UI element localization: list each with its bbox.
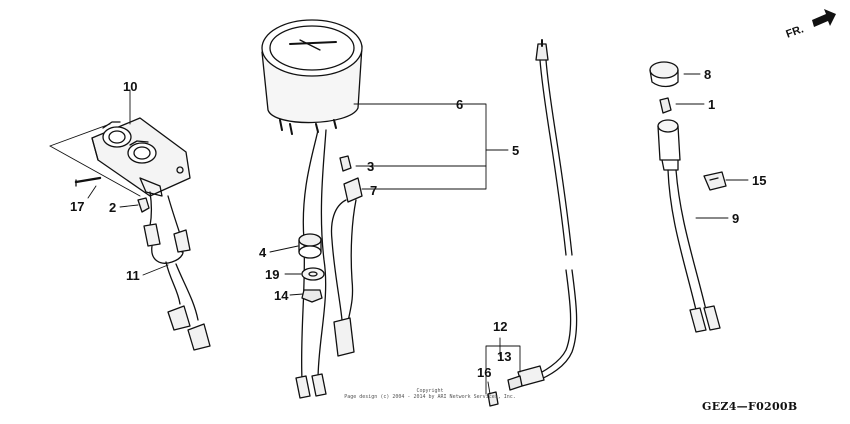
copyright-line-1: Copyright xyxy=(416,388,444,394)
copyright-notice: Copyright Page design (c) 2004 - 2014 by… xyxy=(330,388,530,400)
callout-8: 8 xyxy=(704,67,712,82)
callout-3: 3 xyxy=(367,159,375,174)
bulb-part-1 xyxy=(659,97,672,114)
clip-part-16 xyxy=(487,391,499,407)
callout-10: 10 xyxy=(123,79,138,94)
pilot-lamp-socket-harness xyxy=(657,119,721,333)
nut-part-14 xyxy=(301,289,323,303)
callout-17: 17 xyxy=(70,199,85,214)
callout-12: 12 xyxy=(493,319,508,334)
callout-14: 14 xyxy=(274,288,289,303)
pilot-lamp-cap xyxy=(649,61,679,88)
clamp-part-15 xyxy=(703,171,727,191)
callout-5: 5 xyxy=(512,143,520,158)
bulb-part-3 xyxy=(339,155,352,172)
speedometer-gauge xyxy=(261,19,363,135)
callout-16: 16 xyxy=(477,365,492,380)
screw-part xyxy=(74,176,102,187)
meter-harness-wires xyxy=(295,129,363,399)
callout-13: 13 xyxy=(497,349,512,364)
bulb-part-2 xyxy=(137,197,150,213)
front-arrow-icon xyxy=(812,9,836,27)
indicator-bracket-assembly xyxy=(91,117,191,197)
figure-code: GEZ4—F0200B xyxy=(702,400,798,413)
washer-part-19 xyxy=(301,267,325,281)
callout-6: 6 xyxy=(456,97,464,112)
indicator-sub-harness xyxy=(143,191,211,351)
leader-lines xyxy=(49,73,749,395)
callout-2: 2 xyxy=(109,200,117,215)
callout-15: 15 xyxy=(752,173,767,188)
callout-19: 19 xyxy=(265,267,280,282)
callout-4: 4 xyxy=(259,245,267,260)
callout-1: 1 xyxy=(708,97,716,112)
speedometer-cable xyxy=(507,39,578,391)
grommet-part-4 xyxy=(298,233,322,259)
callout-9: 9 xyxy=(732,211,740,226)
copyright-line-2: Page design (c) 2004 - 2014 by ARI Netwo… xyxy=(344,394,516,400)
callout-11: 11 xyxy=(126,268,140,283)
callout-7: 7 xyxy=(370,183,378,198)
